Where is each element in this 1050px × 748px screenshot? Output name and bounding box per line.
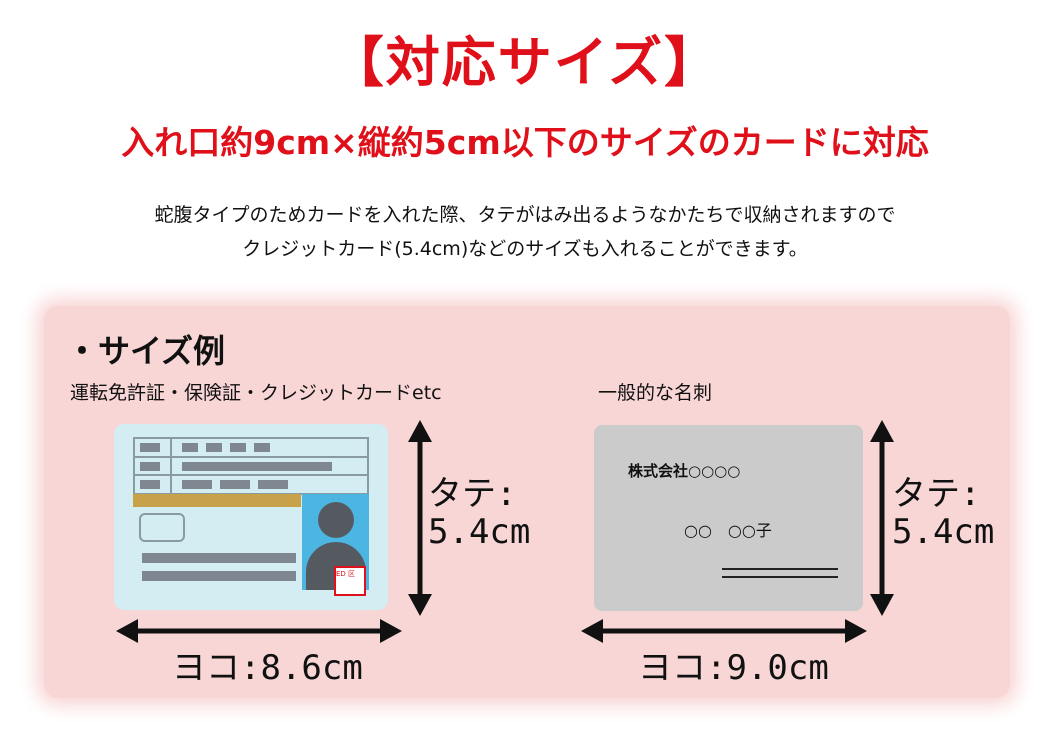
license-height-arrow-icon — [408, 420, 432, 616]
stamp-icon: ED 区 — [334, 566, 366, 596]
business-card-width-label: ヨコ:9.0cm — [638, 648, 829, 688]
business-card-height-label: タテ: — [892, 474, 981, 514]
business-card-body — [594, 425, 863, 611]
page-subtitle: 入れ口約9cm×縦約5cm以下のサイズのカードに対応 — [121, 123, 929, 162]
description-line-1: 蛇腹タイプのためカードを入れた際、タテがはみ出るようなかたちで収納されますので — [154, 204, 896, 226]
info-block — [182, 462, 332, 471]
info-block — [182, 443, 198, 452]
license-height-value: 5.4cm — [428, 512, 531, 552]
person-name: ○○ ○○子 — [684, 521, 772, 540]
company-name: 株式会社○○○○ — [628, 462, 741, 480]
license-height-label: タテ: — [428, 474, 517, 514]
business-card-height-arrow-icon — [870, 420, 894, 616]
description: 蛇腹タイプのためカードを入れた際、タテがはみ出るようなかたちで収納されますので … — [0, 198, 1050, 266]
card-line — [722, 576, 838, 578]
info-block — [182, 480, 212, 489]
info-block — [206, 443, 222, 452]
info-block — [220, 480, 250, 489]
business-card-height-value: 5.4cm — [892, 512, 995, 552]
info-block — [254, 443, 270, 452]
info-row — [142, 553, 296, 563]
card-line — [722, 568, 838, 570]
grid-line — [170, 437, 172, 493]
license-color-band — [133, 494, 301, 507]
person-silhouette-head — [318, 502, 354, 538]
info-block — [140, 462, 160, 471]
license-width-arrow-icon — [116, 619, 402, 643]
business-card-width-arrow-icon — [581, 619, 867, 643]
section-title: ・サイズ例 — [66, 332, 226, 370]
description-line-2: クレジットカード(5.4cm)などのサイズも入れることができます。 — [242, 238, 808, 260]
business-card-caption: 一般的な名刺 — [598, 382, 713, 404]
grid-line — [133, 456, 369, 458]
grid-line — [133, 474, 369, 476]
info-block — [140, 480, 160, 489]
page-title: 【対応サイズ】 — [329, 31, 721, 94]
license-width-label: ヨコ:8.6cm — [172, 648, 363, 688]
license-caption: 運転免許証・保険証・クレジットカードetc — [70, 382, 442, 404]
info-block — [140, 443, 160, 452]
info-row — [142, 571, 296, 581]
info-block — [258, 480, 288, 489]
info-block — [230, 443, 246, 452]
license-chip — [139, 513, 185, 542]
